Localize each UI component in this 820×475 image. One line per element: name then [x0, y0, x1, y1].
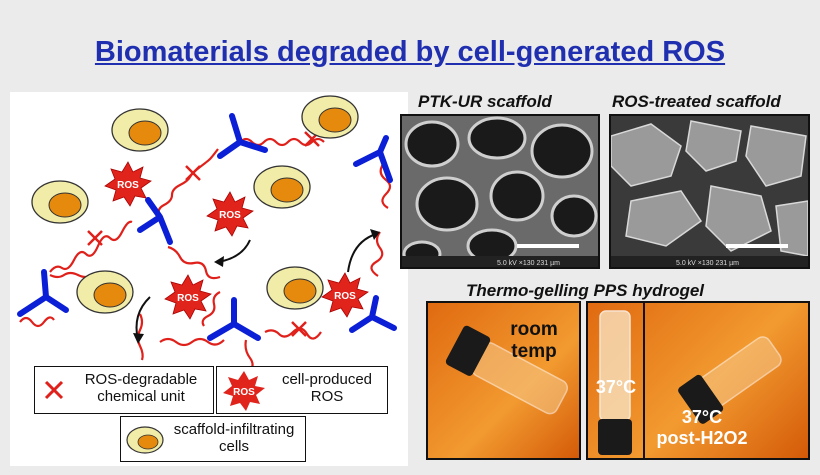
scaffold-network: ROS ROS ROS ROS [17, 95, 397, 375]
room-temp-text: room temp [510, 319, 558, 362]
svg-text:ROS: ROS [334, 291, 356, 302]
37c-post-h2o2-text: 37°C post-H2O2 [656, 407, 748, 448]
ros-treated-label: ROS-treated scaffold [612, 92, 781, 111]
ros-treated-sem-image: 5.0 kV ×130 231 µm [609, 114, 810, 269]
svg-text:ROS: ROS [117, 180, 139, 191]
cell-1 [111, 108, 169, 152]
x-mark-icon [44, 380, 64, 400]
ros-burst-4: ROS [321, 272, 369, 318]
ros-burst-icon: ROS [223, 371, 265, 411]
cell-3 [31, 180, 89, 224]
cell-icon [126, 426, 164, 454]
ptk-ur-sem-image: 5.0 kV ×130 231 µm [400, 114, 600, 269]
ros-burst-1: ROS [104, 161, 152, 207]
legend-ros-text: cell-produced ROS [281, 371, 373, 405]
ptk-ur-label: PTK-UR scaffold [418, 92, 552, 111]
ros-burst-2: ROS [206, 191, 254, 237]
legend-degradable-text: ROS-degradable chemical unit [84, 371, 198, 405]
hydrogel-label: Thermo-gelling PPS hydrogel [466, 281, 705, 300]
cell-4 [253, 165, 311, 209]
37c-text: 37°C [595, 377, 637, 397]
hydrogel-photo-room-temp: room temp [426, 301, 581, 460]
cell-6 [266, 266, 324, 310]
sem2-footer: 5.0 kV ×130 231 µm [676, 260, 739, 267]
legend-cells-text: scaffold-infiltrating cells [173, 421, 295, 455]
svg-text:ROS: ROS [219, 210, 241, 221]
legend-degradable: ROS-degradable chemical unit [34, 366, 214, 414]
page-title: Biomaterials degraded by cell-generated … [94, 36, 726, 68]
sem1-footer: 5.0 kV ×130 231 µm [497, 260, 560, 267]
svg-text:ROS: ROS [177, 293, 199, 304]
legend-ros: ROS cell-produced ROS [216, 366, 388, 414]
ros-burst-3: ROS [164, 274, 212, 320]
cell-5 [76, 270, 134, 314]
legend-cells: scaffold-infiltrating cells [120, 416, 306, 462]
scaffold-diagram: ROS ROS ROS ROS ROS-degradable chemical … [10, 92, 408, 466]
cell-2 [301, 95, 359, 139]
svg-text:ROS: ROS [233, 387, 255, 398]
hydrogel-photo-37c: 37°C 37°C post-H2O2 [586, 301, 810, 460]
